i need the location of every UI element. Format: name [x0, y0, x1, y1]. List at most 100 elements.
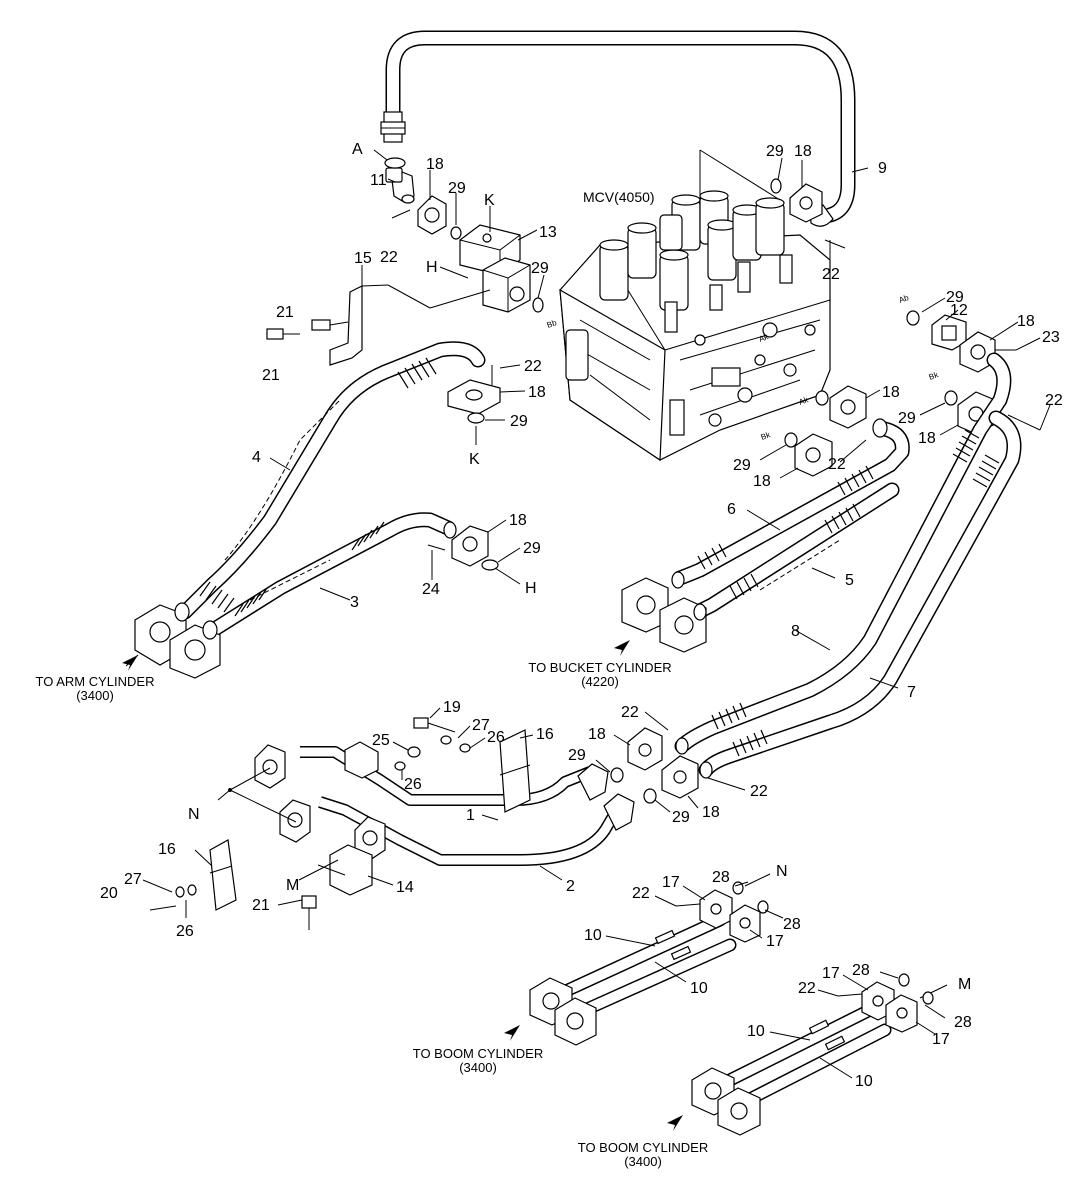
destination-labels: TO ARM CYLINDER (3400) TO BUCKET CYLINDE… [36, 660, 709, 1169]
part-callouts: A 11 22 18 29 K 13 H 15 21 21 29 22 18 2… [100, 141, 1063, 1090]
callout-label: 22 [380, 249, 398, 266]
o-ring-29-lc1 [610, 767, 624, 783]
callout-label: 23 [1042, 329, 1060, 346]
callout-label: 10 [855, 1073, 873, 1090]
callout-label: 15 [354, 250, 372, 267]
arm-cylinder-flanges [134, 602, 221, 679]
boom-hoses-group-1 [561, 881, 769, 1017]
port-mark-ak: Ak [798, 395, 811, 407]
hose-9 [380, 30, 856, 227]
callout-label: 27 [472, 717, 490, 734]
split-flange-18-r1 [959, 331, 1016, 373]
callout-label: 16 [158, 841, 176, 858]
dest-boom-cylinder-1-code: (3400) [459, 1060, 497, 1075]
hose-4 [177, 341, 486, 620]
destination-arrows [122, 640, 683, 1131]
leader-lines [142, 149, 1051, 1079]
callout-label: 18 [528, 384, 546, 401]
callout-label: N [776, 863, 788, 880]
callout-label: 28 [954, 1014, 972, 1031]
callout-label: 17 [932, 1031, 950, 1048]
dest-boom-cylinder-2-code: (3400) [624, 1154, 662, 1169]
callout-label: 26 [487, 729, 505, 746]
port-mark-ab: Ab [898, 293, 911, 305]
port-mark-bk2: Bk [760, 430, 773, 442]
callout-label: 17 [662, 874, 680, 891]
o-ring-29-h [481, 559, 499, 571]
o-ring-29-b2 [784, 432, 798, 448]
callout-label: 2 [566, 878, 575, 895]
callout-label: 29 [766, 143, 784, 160]
callout-label: 7 [907, 684, 916, 701]
elbow-11 [385, 167, 415, 204]
pipe-flanges-lower [254, 744, 635, 861]
callout-label: 5 [845, 572, 854, 589]
callout-label: 29 [523, 540, 541, 557]
callout-label: M [286, 877, 299, 894]
callout-label: 18 [794, 143, 812, 160]
dest-boom-cylinder-1: TO BOOM CYLINDER [413, 1046, 544, 1061]
port-mark-bb: Bb [546, 318, 559, 330]
callout-label: 16 [536, 726, 554, 743]
callout-label: 28 [852, 962, 870, 979]
callout-label: 22 [524, 358, 542, 375]
callout-label: 3 [350, 594, 359, 611]
port-mark-bk: Bk [928, 370, 941, 382]
callout-label: 20 [100, 885, 118, 902]
dest-arm-cylinder: TO ARM CYLINDER [36, 674, 155, 689]
pipe-1 [300, 746, 593, 806]
port-mark-ak2: Ak [758, 332, 771, 344]
dest-boom-cylinder-2: TO BOOM CYLINDER [578, 1140, 709, 1155]
split-flange-18-h [427, 521, 489, 567]
callout-label: 21 [262, 367, 280, 384]
callout-label: 28 [783, 916, 801, 933]
boom-cylinder-flanges-1 [529, 977, 597, 1046]
callout-label: 24 [422, 581, 440, 598]
callout-label: 22 [822, 266, 840, 283]
o-ring-29-r1 [906, 310, 920, 326]
callout-label: 10 [690, 980, 708, 997]
callout-label: M [958, 976, 971, 993]
boom-cylinder-flanges-2 [691, 1067, 761, 1136]
callout-label: A [352, 141, 363, 158]
callout-label: 22 [1045, 392, 1063, 409]
callout-label: 8 [791, 623, 800, 640]
bracket-15 [329, 284, 491, 366]
adapter-block-13 [459, 224, 531, 313]
callout-label: 29 [946, 289, 964, 306]
callout-label: 13 [539, 224, 557, 241]
callout-label: 29 [448, 180, 466, 197]
bolt-22-top [391, 209, 411, 219]
main-control-valve [559, 149, 831, 462]
callout-label: 26 [404, 776, 422, 793]
callout-label: 22 [798, 980, 816, 997]
callout-label: 29 [733, 457, 751, 474]
o-ring-29-top [450, 226, 462, 240]
callout-label: 25 [372, 732, 390, 749]
hose-6 [672, 418, 910, 586]
callout-label: 9 [878, 160, 887, 177]
callout-label: 29 [898, 410, 916, 427]
callout-label: 18 [702, 804, 720, 821]
callout-label: 17 [766, 933, 784, 950]
bracket-14 [317, 844, 373, 896]
plate-12 [931, 314, 967, 351]
callout-label: 29 [672, 809, 690, 826]
callout-label: 18 [753, 473, 771, 490]
bolts-21 [266, 319, 349, 340]
solenoid-stack [599, 190, 793, 333]
boom-hoses-group-2 [723, 973, 934, 1107]
o-ring-29-b1 [815, 390, 829, 406]
callout-label: H [426, 259, 438, 276]
callout-label: 21 [252, 897, 270, 914]
callout-label: 29 [510, 413, 528, 430]
hose-8 [674, 352, 1012, 754]
clamp-16-left [209, 839, 237, 911]
callout-label: H [525, 580, 537, 597]
bolt-set-19-27-25-26 [149, 717, 471, 911]
callout-label: 12 [950, 302, 968, 319]
hose-3 [202, 512, 456, 640]
callout-label: 22 [750, 783, 768, 800]
callout-label: 21 [276, 304, 294, 321]
